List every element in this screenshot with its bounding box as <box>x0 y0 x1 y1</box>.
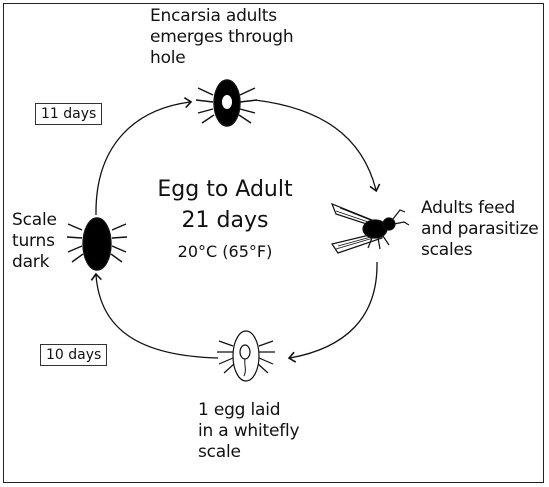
stage-label-egg-laid: 1 egg laid in a whitefly scale <box>198 400 299 463</box>
duration-badge-11-days: 11 days <box>35 103 102 125</box>
stage-label-adult-emerges: Encarsia adults emerges through hole <box>150 6 293 69</box>
stage-label-scale-dark: Scale turns dark <box>12 210 57 273</box>
center-days: 21 days <box>120 207 330 235</box>
center-temperature: 20°C (65°F) <box>120 242 330 262</box>
stage-label-feed-parasitize: Adults feed and parasitize scales <box>421 198 539 261</box>
center-title: Egg to Adult <box>120 176 330 204</box>
egg-in-scale-icon <box>217 331 275 381</box>
arrow-egg-to-dark-scale <box>96 275 218 358</box>
dark-scale-icon <box>67 218 127 270</box>
wasp-icon <box>332 204 409 253</box>
duration-badge-10-days: 10 days <box>40 344 107 366</box>
scale-with-hole-icon <box>196 80 257 126</box>
arrow-feeding-to-egg <box>290 262 377 358</box>
